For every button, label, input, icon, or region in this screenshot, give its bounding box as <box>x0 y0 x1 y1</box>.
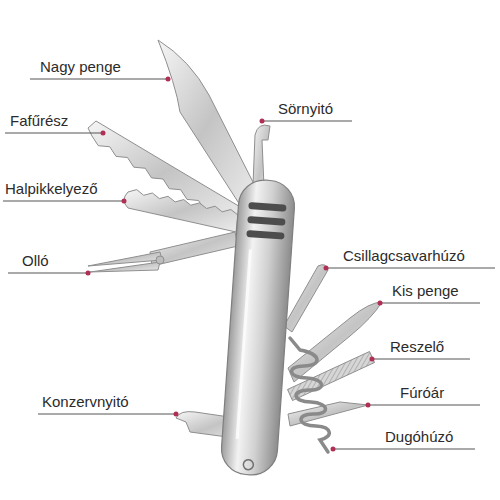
leader-dot <box>86 271 91 276</box>
part-label: Dugóhúzó <box>385 428 453 445</box>
part-label: Reszelő <box>390 338 444 355</box>
leader-dot <box>260 119 265 124</box>
leader-line <box>368 405 480 406</box>
part-label: Kis penge <box>392 282 459 299</box>
handle-slot <box>246 230 284 240</box>
leader-line <box>380 303 480 304</box>
leader-line <box>38 414 176 415</box>
leader-line <box>5 133 103 134</box>
leader-dot <box>166 77 171 82</box>
leader-dot <box>174 412 179 417</box>
leader-dot <box>378 301 383 306</box>
part-label: Fafűrész <box>10 112 68 129</box>
part-label: Olló <box>22 252 49 269</box>
scissors-pivot <box>156 256 164 264</box>
leader-dot <box>122 199 127 204</box>
leader-dot <box>101 131 106 136</box>
leader-line <box>326 268 495 269</box>
leader-dot <box>366 403 371 408</box>
scissors-arm <box>150 232 238 266</box>
handle-slot <box>248 202 286 212</box>
leader-dot <box>331 447 336 452</box>
handle-body <box>220 178 296 476</box>
leader-line <box>333 449 475 450</box>
key-ring <box>243 459 254 470</box>
leader-line <box>262 121 352 122</box>
handle-slot <box>247 216 285 226</box>
leader-lines <box>3 79 495 449</box>
handle-groove <box>237 249 250 439</box>
leader-dots <box>86 77 383 452</box>
leader-line <box>8 273 88 274</box>
scissors-blade <box>90 262 160 272</box>
awl <box>288 402 368 426</box>
fish-scaler <box>124 190 238 232</box>
leader-line <box>3 201 124 202</box>
corkscrew <box>290 338 329 452</box>
handle <box>220 178 296 476</box>
part-label: Sörnyitó <box>278 100 333 117</box>
leader-line <box>372 359 470 360</box>
leader-dot <box>370 357 375 362</box>
part-label: Fúróár <box>400 384 444 401</box>
leader-dot <box>324 266 329 271</box>
phillips-screwdriver <box>284 265 328 332</box>
part-label: Csillagcsavarhúzó <box>343 247 465 264</box>
part-label: Nagy penge <box>40 58 121 75</box>
part-label: Konzervnyitó <box>42 393 129 410</box>
leader-line <box>30 79 168 80</box>
part-label: Halpikkelyező <box>5 180 98 197</box>
